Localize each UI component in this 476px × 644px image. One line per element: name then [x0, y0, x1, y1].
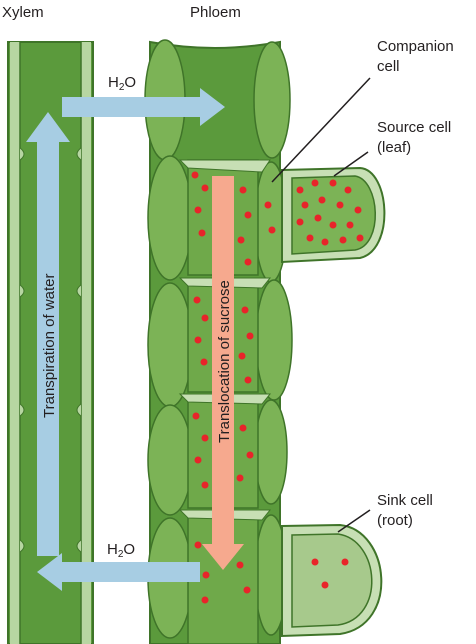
- companion-label-line1: Companion: [377, 38, 454, 55]
- sucrose-dots-phloem: [191, 171, 276, 604]
- bottom-water-subscript: 2: [117, 549, 124, 560]
- source-leader-line: [333, 151, 369, 177]
- bottom-water-label: H2O: [107, 541, 135, 564]
- transpiration-label: Transpiration of water: [41, 273, 58, 418]
- xylem-heading: Xylem: [2, 4, 44, 21]
- top-water-subscript: 2: [118, 82, 125, 93]
- transpiration-arrow: [26, 112, 70, 556]
- top-water-tail: O: [124, 74, 137, 91]
- source-cell: [281, 166, 386, 264]
- companion-leader-line: [271, 77, 371, 183]
- sink-leader-line: [337, 509, 371, 533]
- companion-cells: [253, 41, 293, 636]
- sink-cell: [281, 523, 383, 638]
- bottom-water-main: H: [107, 541, 118, 558]
- top-water-main: H: [108, 74, 119, 91]
- source-label-line2: (leaf): [377, 139, 412, 156]
- sink-label-line2: (root): [377, 512, 413, 529]
- companion-label-line2: cell: [377, 58, 400, 75]
- sucrose-dots-source: [296, 179, 364, 246]
- phloem-heading: Phloem: [190, 4, 241, 21]
- source-label-line1: Source cell: [377, 119, 452, 136]
- sink-label-line1: Sink cell: [377, 492, 433, 509]
- bottom-water-tail: O: [123, 541, 136, 558]
- translocation-label: Translocation of sucrose: [216, 280, 233, 443]
- bottom-water-arrow: [37, 553, 200, 591]
- top-water-label: H2O: [108, 74, 136, 97]
- sucrose-dots-sink: [311, 558, 349, 589]
- top-water-arrow: [62, 88, 225, 126]
- translocation-arrow: [202, 176, 244, 570]
